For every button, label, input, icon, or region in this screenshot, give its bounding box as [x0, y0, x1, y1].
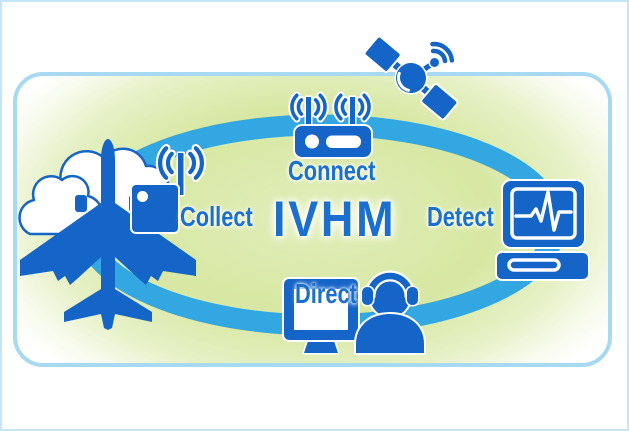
monitor-screen — [294, 289, 348, 330]
wifi-waves-icon — [428, 39, 457, 66]
screen-bezel — [510, 187, 577, 240]
solar-panel — [363, 35, 402, 73]
health-monitor-icon — [495, 179, 590, 281]
dish — [394, 61, 428, 95]
wifi-waves-icon — [155, 143, 207, 183]
base-slot — [507, 258, 561, 272]
data-recorder-icon — [130, 143, 207, 234]
workstation-monitor-icon — [282, 277, 360, 355]
router-slot — [326, 135, 361, 148]
ear-cup — [405, 285, 420, 307]
wifi-waves-icon — [288, 91, 373, 123]
body — [354, 312, 426, 355]
recorder-box — [130, 183, 180, 234]
operator-headset-icon — [354, 270, 426, 355]
ear-cup — [360, 285, 375, 307]
label-connect: Connect — [288, 155, 376, 186]
solar-panel — [420, 83, 459, 121]
label-direct: Direct — [295, 278, 357, 309]
label-collect: Collect — [180, 201, 253, 232]
label-detect: Detect — [427, 201, 494, 232]
engine — [75, 195, 87, 212]
diagram-title: IVHM — [273, 191, 397, 247]
ecg-line — [514, 190, 573, 232]
dish-rim — [397, 71, 411, 92]
indicator-dot — [137, 191, 148, 202]
antenna — [176, 151, 185, 197]
led-light — [305, 134, 319, 149]
router-icon — [288, 91, 373, 159]
satellite-icon — [363, 35, 459, 121]
feed-tip — [428, 56, 441, 69]
